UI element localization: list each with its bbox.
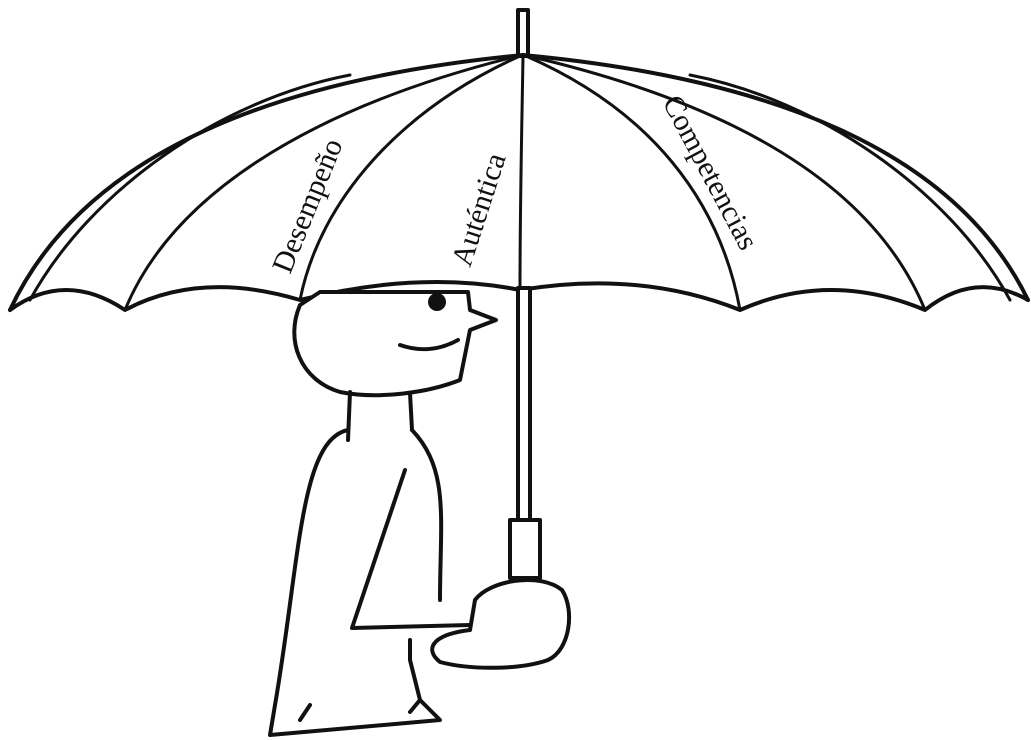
person-body	[270, 430, 440, 735]
umbrella-canopy	[10, 10, 1028, 310]
umbrella-handle	[510, 520, 540, 578]
umbrella-tip	[518, 10, 528, 56]
umbrella-shaft	[510, 288, 540, 578]
person-arm	[352, 470, 470, 628]
person-legs	[300, 700, 420, 720]
canopy-rib-3	[520, 56, 523, 290]
person-eye	[428, 293, 446, 311]
label-autentica: Auténtica	[445, 149, 512, 270]
person-head	[294, 292, 496, 395]
person-back	[412, 430, 441, 600]
person-neck	[348, 392, 412, 440]
